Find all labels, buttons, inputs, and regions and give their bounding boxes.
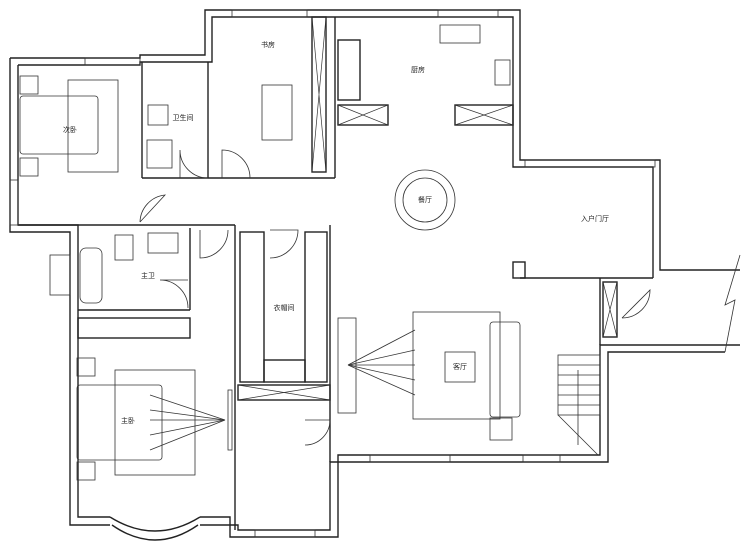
windows [9,9,656,538]
furniture [19,24,521,481]
room-label-living-room: 客厅 [453,363,467,371]
doors [139,149,651,446]
room-label-walk-in-closet: 衣帽间 [273,304,295,312]
walls [9,9,741,541]
room-label-study: 书房 [261,41,275,49]
room-label-master-bedroom: 主卧 [121,417,135,425]
stairs [557,354,601,456]
room-label-entrance-hall: 入户门厅 [581,215,609,223]
room-label-dining: 餐厅 [418,196,432,204]
room-label-guest-bathroom: 卫生间 [172,114,194,122]
wardrobes [77,16,618,401]
room-label-second-bedroom: 次卧 [63,126,77,134]
room-label-master-bathroom: 主卫 [141,272,155,280]
room-label-kitchen: 厨房 [411,66,425,74]
